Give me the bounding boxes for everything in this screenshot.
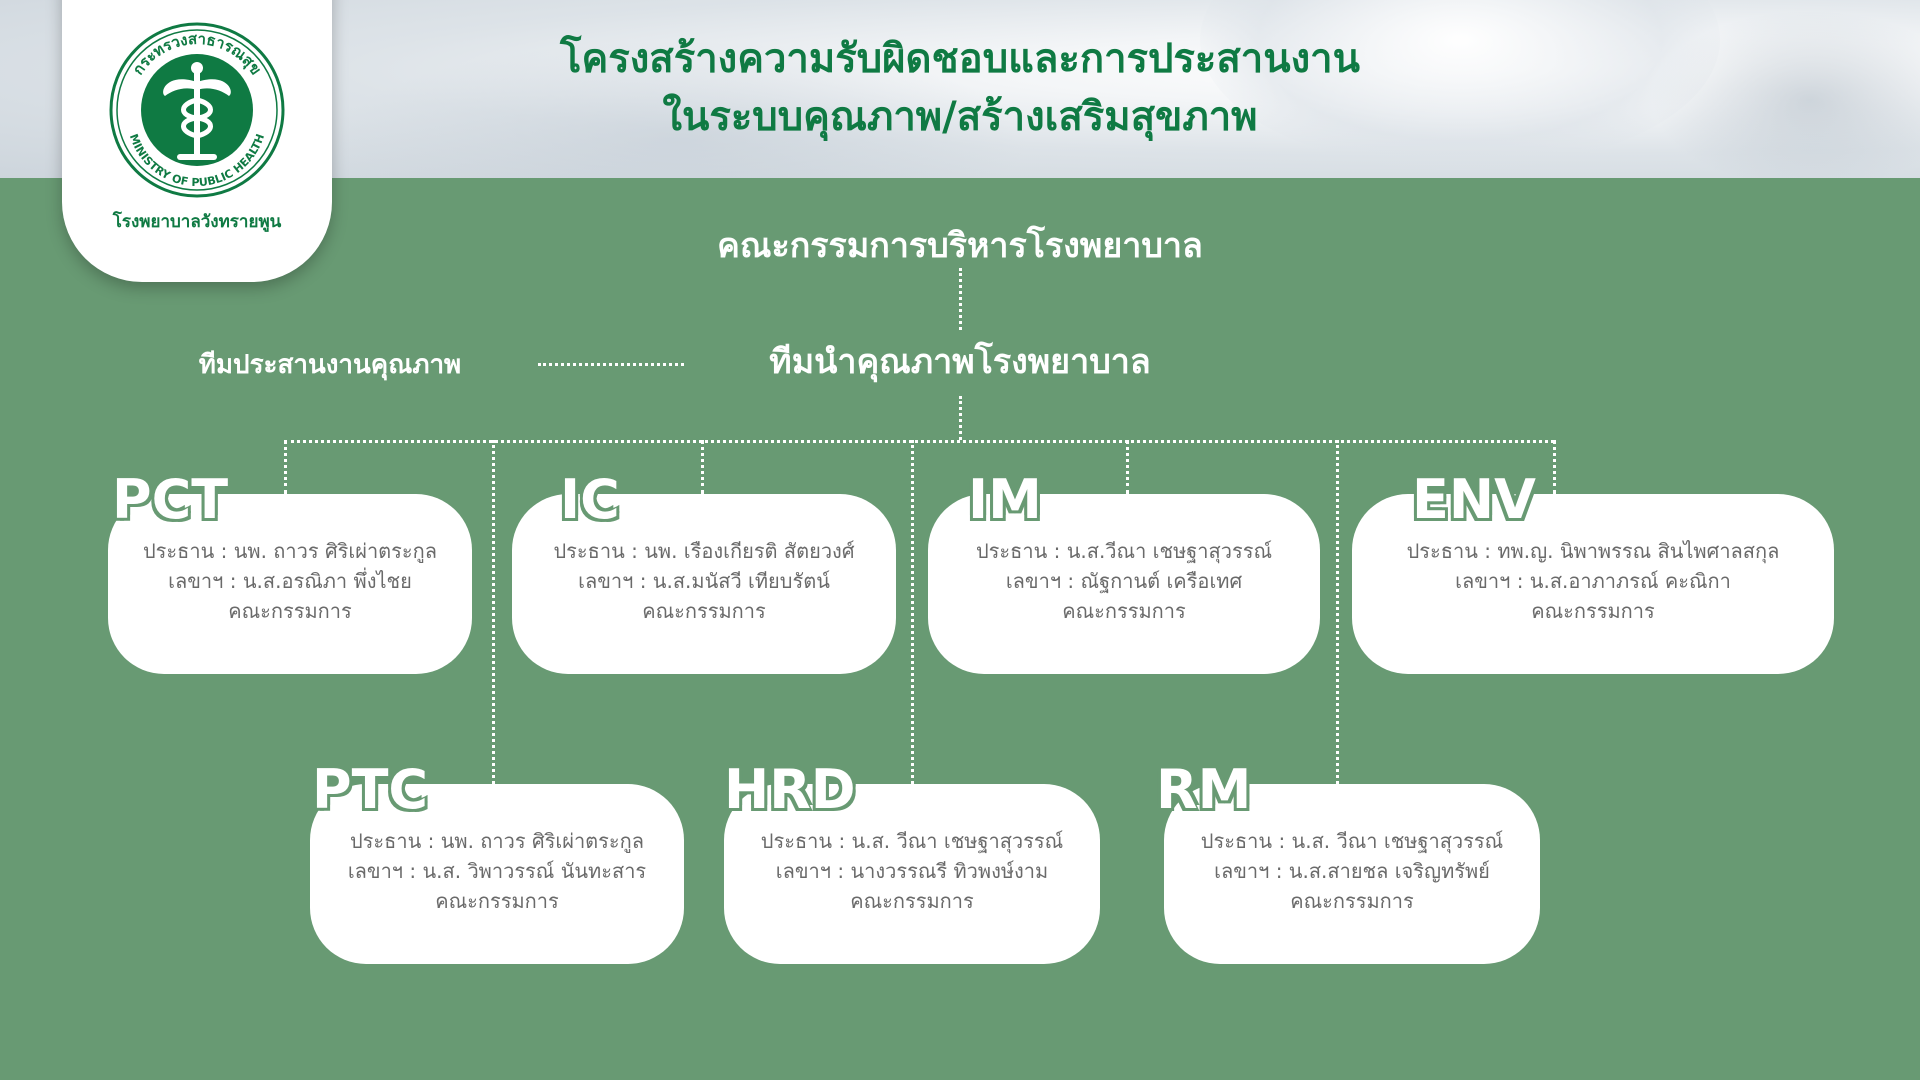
board-title: คณะกรรมการบริหารโรงพยาบาล <box>717 226 1203 266</box>
coordination-team-title: ทีมประสานงานคุณภาพ <box>198 350 462 380</box>
connector-rm <box>1336 440 1339 784</box>
committee-chair: ประธาน : น.ส. วีณา เชษฐาสุวรรณ์ <box>760 829 1064 853</box>
connector-hrd <box>911 440 914 784</box>
committee-members: คณะกรรมการ <box>850 889 974 913</box>
committee-chair: ประธาน : น.ส.วีณา เชษฐาสุวรรณ์ <box>975 539 1273 563</box>
connector-ptc <box>492 440 495 784</box>
lead-team-title: ทีมนำคุณภาพโรงพยาบาล <box>769 342 1151 382</box>
connector-committee-bus <box>284 440 1554 443</box>
committee-code-env: ENV <box>1412 468 1536 531</box>
committee-members: คณะกรรมการ <box>642 599 766 623</box>
committee-chair: ประธาน : นพ. เรืองเกียรติ สัตยวงศ์ <box>553 539 855 563</box>
connector-coordination-link <box>538 363 684 366</box>
committee-card-ptc: ประธาน : นพ. ถาวร ศิริเผ่าตระกูล เลขาฯ :… <box>310 784 684 964</box>
committee-card-hrd: ประธาน : น.ส. วีณา เชษฐาสุวรรณ์ เลขาฯ : … <box>724 784 1100 964</box>
committee-card-im: ประธาน : น.ส.วีณา เชษฐาสุวรรณ์ เลขาฯ : ณ… <box>928 494 1320 674</box>
title-line-2: ในระบบคุณภาพ/สร้างเสริมสุขภาพ <box>662 94 1258 140</box>
committee-code-ptc: PTC <box>312 758 429 821</box>
committee-secretary: เลขาฯ : น.ส.อรณิภา พึ่งไชย <box>168 569 412 593</box>
committee-secretary: เลขาฯ : นางวรรณรี ทิวพงษ์งาม <box>775 859 1049 883</box>
connector-im <box>1126 440 1129 494</box>
committee-secretary: เลขาฯ : ณัฐกานต์ เครือเทศ <box>1005 569 1243 593</box>
committee-code-rm: RM <box>1156 758 1252 821</box>
committee-code-pct: PCT <box>112 468 229 531</box>
committee-members: คณะกรรมการ <box>1290 889 1414 913</box>
connector-board-to-lead <box>959 268 962 330</box>
connector-pct <box>284 440 287 494</box>
committee-secretary: เลขาฯ : น.ส.มนัสวี เทียบรัตน์ <box>578 569 830 593</box>
committee-chair: ประธาน : น.ส. วีณา เชษฐาสุวรรณ์ <box>1200 829 1504 853</box>
committee-card-pct: ประธาน : นพ. ถาวร ศิริเผ่าตระกูล เลขาฯ :… <box>108 494 472 674</box>
committee-card-rm: ประธาน : น.ส. วีณา เชษฐาสุวรรณ์ เลขาฯ : … <box>1164 784 1540 964</box>
committee-members: คณะกรรมการ <box>435 889 559 913</box>
caduceus-seal-icon: กระทรวงสาธารณสุข MINISTRY OF PUBLIC HEAL… <box>109 22 285 198</box>
committee-secretary: เลขาฯ : น.ส. วิพาวรรณ์ นันทะสาร <box>347 859 647 883</box>
committee-secretary: เลขาฯ : น.ส.สายชล เจริญทรัพย์ <box>1214 859 1490 883</box>
committee-card-env: ประธาน : ทพ.ญ. นิพาพรรณ สินไพศาลสกุล เลข… <box>1352 494 1834 674</box>
committee-code-hrd: HRD <box>724 758 856 821</box>
connector-ic <box>701 440 704 494</box>
connector-env <box>1553 440 1556 494</box>
committee-members: คณะกรรมการ <box>1531 599 1655 623</box>
logo-card: กระทรวงสาธารณสุข MINISTRY OF PUBLIC HEAL… <box>62 0 332 282</box>
connector-lead-to-bus <box>959 396 962 440</box>
committee-code-im: IM <box>968 468 1042 531</box>
committee-chair: ประธาน : นพ. ถาวร ศิริเผ่าตระกูล <box>349 829 645 853</box>
title-line-1: โครงสร้างความรับผิดชอบและการประสานงาน <box>560 36 1360 82</box>
committee-code-ic: IC <box>560 468 620 531</box>
hospital-name: โรงพยาบาลวังทรายพูน <box>112 212 282 232</box>
committee-members: คณะกรรมการ <box>1062 599 1186 623</box>
committee-chair: ประธาน : ทพ.ญ. นิพาพรรณ สินไพศาลสกุล <box>1406 539 1780 563</box>
committee-card-ic: ประธาน : นพ. เรืองเกียรติ สัตยวงศ์ เลขาฯ… <box>512 494 896 674</box>
committee-chair: ประธาน : นพ. ถาวร ศิริเผ่าตระกูล <box>142 539 438 563</box>
committee-secretary: เลขาฯ : น.ส.อาภาภรณ์ คะณิกา <box>1455 569 1731 593</box>
committee-members: คณะกรรมการ <box>228 599 352 623</box>
